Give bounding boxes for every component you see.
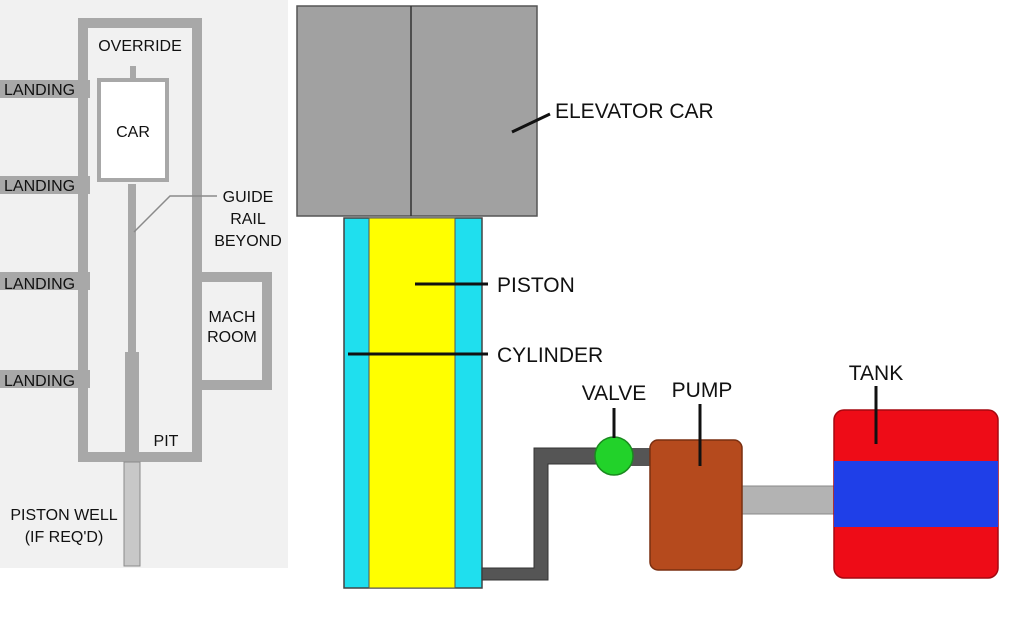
machine-room-wall xyxy=(192,272,272,390)
valve-label: VALVE xyxy=(582,382,647,405)
landing-slab-2 xyxy=(0,176,90,194)
guide-rail-label-1: GUIDE xyxy=(223,189,274,206)
landing-label-3: LANDING xyxy=(4,276,75,293)
valve xyxy=(594,436,634,476)
pipe-pump-to-tank xyxy=(739,485,837,515)
cylinder-label: CYLINDER xyxy=(497,344,603,367)
guide-rail-label-3: BEYOND xyxy=(214,233,282,250)
car-box-inner xyxy=(101,82,165,178)
pump xyxy=(649,439,743,571)
landing-slab-4 xyxy=(0,370,90,388)
elevator-car-leader xyxy=(511,112,551,134)
car-label: CAR xyxy=(116,124,150,141)
landing-label-1: LANDING xyxy=(4,82,75,99)
tank-fluid-band xyxy=(834,461,998,527)
landing-slab-3 xyxy=(0,272,90,290)
landing-label-2: LANDING xyxy=(4,178,75,195)
guide-rail-leader xyxy=(133,195,217,233)
mach-room-label-1: MACH xyxy=(208,309,255,326)
piston-label: PISTON xyxy=(497,274,575,297)
shaft-section: OVERRIDE LANDING LANDING LANDING LANDING… xyxy=(0,0,288,568)
guide-rail xyxy=(128,184,136,454)
guide-rail-label-2: RAIL xyxy=(230,211,266,228)
pipe-cylinder-to-valve xyxy=(481,447,601,581)
car-top-post xyxy=(130,66,136,78)
elevator-car-label: ELEVATOR CAR xyxy=(555,100,714,123)
hydraulic-system: ELEVATOR CAR PISTON CYLINDER VALVE PUMP … xyxy=(296,5,999,589)
pipe-valve-to-pump xyxy=(626,448,656,466)
landing-label-4: LANDING xyxy=(4,373,75,390)
piston-well-label-2: (IF REQ'D) xyxy=(25,529,104,546)
piston-rod xyxy=(125,352,139,454)
landing-slab-1 xyxy=(0,80,90,98)
tank-label: TANK xyxy=(849,362,903,385)
piston-well-label-1: PISTON WELL xyxy=(10,507,117,524)
piston-well xyxy=(123,461,141,567)
mach-room-label-2: ROOM xyxy=(207,329,257,346)
elevator-car xyxy=(296,5,538,217)
override-label: OVERRIDE xyxy=(98,38,182,55)
pit-label: PIT xyxy=(154,433,179,450)
piston xyxy=(368,217,456,589)
pump-label: PUMP xyxy=(672,379,733,402)
